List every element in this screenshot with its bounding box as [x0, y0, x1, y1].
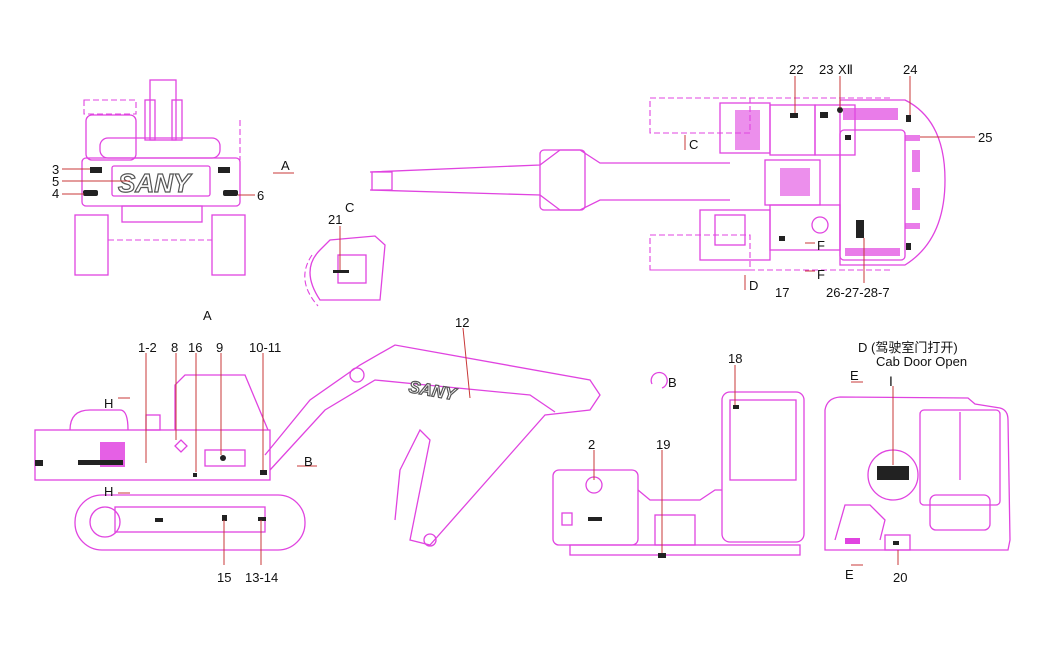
- section-marker-c: C: [689, 137, 698, 152]
- label-i: Ⅰ: [889, 374, 893, 389]
- rear-view: SANY 3 5 4 6 A: [52, 79, 294, 276]
- label-6: 6: [257, 188, 264, 203]
- cab-door-view: D (驾驶室门打开) Cab Door Open Ⅰ 20 E E: [824, 340, 1011, 585]
- section-marker-e-upper: E: [850, 368, 859, 383]
- label-20: 20: [893, 570, 907, 585]
- section-marker-e-lower: E: [845, 567, 854, 582]
- section-marker-h-upper: H: [104, 396, 113, 411]
- label-18: 18: [728, 351, 742, 366]
- boom-sany-logo: SANY: [407, 377, 458, 404]
- side-view-title: A: [203, 308, 212, 323]
- bucket-view: C 21: [304, 200, 386, 307]
- label-5: 5: [52, 174, 59, 189]
- label-22: 22: [789, 62, 803, 77]
- label-12: 12: [455, 315, 469, 330]
- bucket-view-title: C: [345, 200, 354, 215]
- label-1-2: 1-2: [138, 340, 157, 355]
- label-23: 23: [819, 62, 833, 77]
- cab-view-title: D (驾驶室门打开): [858, 340, 958, 355]
- section-marker-b: B: [304, 454, 313, 469]
- label-3: 3: [52, 162, 59, 177]
- rear-sany-logo: SANY: [118, 168, 193, 198]
- section-marker-d: D: [749, 278, 758, 293]
- view-marker-a: A: [281, 158, 290, 173]
- label-x-ii: XⅡ: [838, 62, 853, 77]
- front-view: B 2 19 18: [552, 351, 805, 558]
- section-marker-f-lower: F: [817, 267, 825, 282]
- front-view-title: B: [668, 375, 677, 390]
- section-marker-h-lower: H: [104, 484, 113, 499]
- rotate-arrow-icon: [650, 371, 668, 389]
- label-24: 24: [903, 62, 917, 77]
- label-13-14: 13-14: [245, 570, 278, 585]
- label-9: 9: [216, 340, 223, 355]
- cab-view-subtitle: Cab Door Open: [876, 354, 967, 369]
- label-10-11: 10-11: [249, 340, 281, 355]
- top-view: 22 23 XⅡ 24 25 17 26-27-28-7 C D F F: [369, 62, 992, 300]
- side-view: A SANY 1-2 8 16: [34, 308, 601, 585]
- label-17: 17: [775, 285, 789, 300]
- label-19: 19: [656, 437, 670, 452]
- label-15: 15: [217, 570, 231, 585]
- label-4: 4: [52, 186, 59, 201]
- label-2: 2: [588, 437, 595, 452]
- label-8: 8: [171, 340, 178, 355]
- label-21: 21: [328, 212, 342, 227]
- section-marker-f-upper: F: [817, 238, 825, 253]
- label-25: 25: [978, 130, 992, 145]
- label-26-27-28-7: 26-27-28-7: [826, 285, 890, 300]
- label-16: 16: [188, 340, 202, 355]
